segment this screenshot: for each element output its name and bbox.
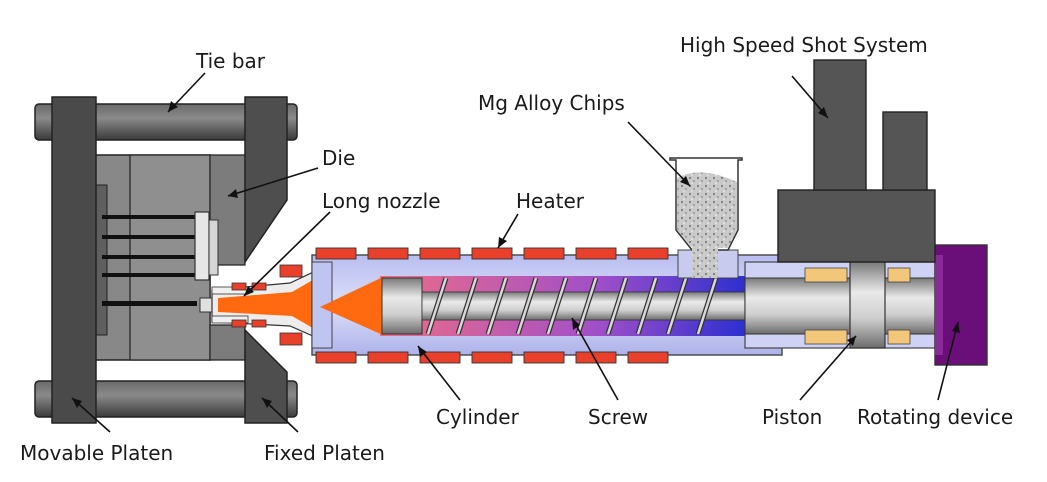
arrow-high-speed-shot — [791, 75, 829, 119]
nozzle-heaters — [231, 264, 303, 346]
arrow-mg-alloy-chips — [627, 121, 691, 187]
label-die: Die — [322, 146, 355, 170]
arrow-fixed-platen — [261, 397, 299, 433]
piston — [804, 261, 911, 349]
label-mg-alloy-chips: Mg Alloy Chips — [478, 91, 625, 115]
arrow-cylinder — [417, 345, 461, 401]
heater-bands-top — [315, 247, 669, 260]
movable-platen — [51, 96, 97, 424]
label-tie-bar: Tie bar — [195, 49, 266, 73]
tie-bar-top — [34, 103, 298, 141]
arrow-rotating-device — [937, 321, 960, 401]
fixed-platen — [244, 96, 288, 424]
arrow-long-nozzle — [243, 211, 331, 297]
label-screw: Screw — [588, 405, 648, 429]
tie-bar-bottom — [34, 380, 298, 418]
label-long-nozzle: Long nozzle — [322, 189, 441, 213]
label-rotating-device: Rotating device — [857, 405, 1013, 429]
arrow-heater — [497, 213, 519, 249]
arrow-tie-bar — [167, 72, 206, 113]
label-fixed-platen: Fixed Platen — [264, 441, 385, 465]
label-cylinder: Cylinder — [436, 405, 520, 429]
high-speed-shot-system — [777, 59, 936, 263]
label-movable-platen: Movable Platen — [20, 441, 173, 465]
arrow-die — [227, 167, 319, 198]
screw — [381, 277, 746, 335]
ejector-pins — [102, 215, 197, 306]
arrow-movable-platen — [71, 397, 111, 433]
label-high-speed-shot-system: High Speed Shot System — [680, 33, 928, 57]
rotating-device — [934, 244, 988, 366]
heater-bands-bottom — [315, 351, 669, 364]
label-heater: Heater — [516, 189, 585, 213]
label-piston: Piston — [762, 405, 822, 429]
arrow-piston — [799, 335, 857, 401]
arrow-screw — [571, 317, 619, 401]
